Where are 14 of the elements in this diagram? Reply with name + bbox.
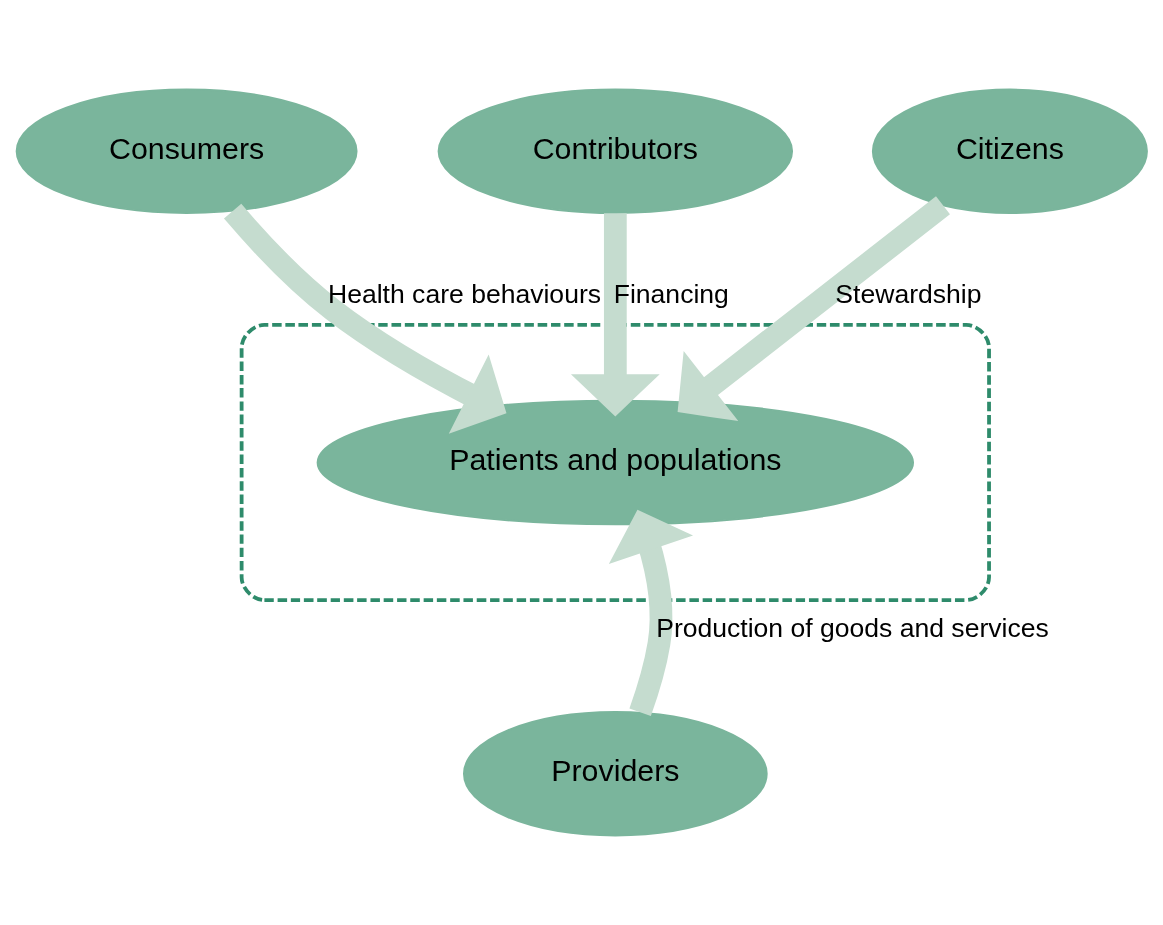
node-ellipse: Consumers — [15, 88, 358, 214]
node-ellipse: Providers — [463, 711, 768, 837]
edge-label: Financing — [613, 278, 729, 309]
arrow — [677, 196, 950, 422]
arrow — [570, 213, 660, 417]
edge-label: Health care behaviours — [328, 278, 602, 309]
node-ellipse: Contributors — [437, 88, 794, 214]
edge-label: Production of goods and services — [656, 612, 1049, 643]
node-ellipse: Citizens — [871, 88, 1148, 214]
arrow — [608, 509, 693, 717]
node-ellipse: Patients and populations — [316, 399, 915, 526]
cluster — [239, 323, 991, 602]
arrow — [224, 203, 507, 434]
edge-label: Stewardship — [835, 278, 982, 309]
